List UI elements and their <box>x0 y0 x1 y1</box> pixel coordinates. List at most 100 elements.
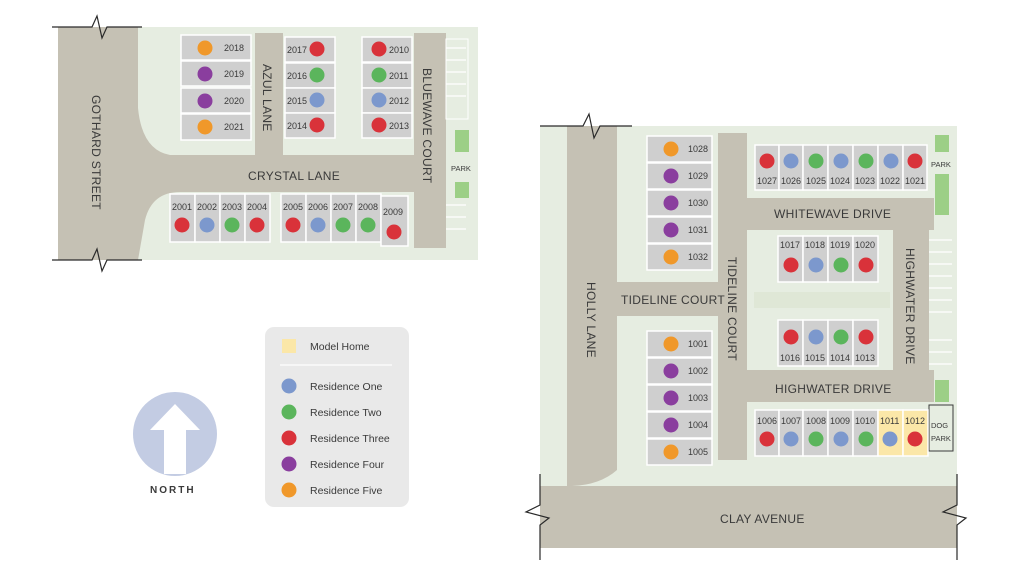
lot-1028[interactable]: 1028 <box>646 135 713 163</box>
lot-number: 2010 <box>389 45 409 55</box>
lot-1027[interactable]: 1027 <box>754 144 780 191</box>
lot-number: 1019 <box>830 240 850 250</box>
lot-number: 2007 <box>333 202 353 212</box>
lot-1014[interactable]: 1014 <box>827 319 854 367</box>
lot-2009[interactable]: 2009 <box>380 195 409 247</box>
lot-1008[interactable]: 1008 <box>802 409 829 457</box>
residence-marker <box>197 119 213 135</box>
residence-marker <box>858 329 874 345</box>
lot-2015[interactable]: 2015 <box>284 87 336 114</box>
residence-marker <box>663 249 679 265</box>
legend-item-label: Residence Four <box>310 459 385 471</box>
lot-2001[interactable]: 2001 <box>169 193 196 243</box>
lot-number: 2006 <box>308 202 328 212</box>
lot-1022[interactable]: 1022 <box>877 144 904 191</box>
lot-number: 1014 <box>830 353 850 363</box>
residence-marker <box>309 67 325 83</box>
bluewave-court-road <box>414 33 446 248</box>
residence-marker <box>783 329 799 345</box>
lot-number: 2012 <box>389 96 409 106</box>
lot-1031[interactable]: 1031 <box>646 216 713 244</box>
tideline-court-vertical-label: TIDELINE COURT <box>725 257 739 361</box>
phase-one-site: PARK DOG PARK 1028 1029 1030 <box>524 112 968 560</box>
lot-number: 2018 <box>224 43 244 53</box>
lot-number: 1030 <box>688 198 708 208</box>
lot-1015[interactable]: 1015 <box>802 319 829 367</box>
lot-1020[interactable]: 1020 <box>852 235 879 283</box>
lot-1007[interactable]: 1007 <box>778 409 804 457</box>
lot-2018[interactable]: 2018 <box>180 34 252 61</box>
lot-1023[interactable]: 1023 <box>852 144 879 191</box>
residence-marker <box>249 217 265 233</box>
lot-2010[interactable]: 2010 <box>361 36 413 63</box>
residence-marker <box>224 217 240 233</box>
lot-1016[interactable]: 1016 <box>777 319 804 367</box>
lot-2011[interactable]: 2011 <box>361 62 413 89</box>
legend-swatch-r3 <box>281 430 297 446</box>
phase-two-site: PARK 2018 2019 2020 2021 2 <box>52 14 478 273</box>
lot-number: 1028 <box>688 144 708 154</box>
lot-2017[interactable]: 2017 <box>284 36 336 63</box>
parking-stripes-right <box>929 239 952 365</box>
lot-1030[interactable]: 1030 <box>646 189 713 217</box>
residence-marker <box>808 329 824 345</box>
lot-1026[interactable]: 1026 <box>778 144 804 191</box>
lot-1012-model-home[interactable]: 1012 <box>902 409 929 457</box>
lot-1032[interactable]: 1032 <box>646 243 713 271</box>
lot-number: 2019 <box>224 69 244 79</box>
dog-park-label-line2: PARK <box>931 434 951 443</box>
lot-1004[interactable]: 1004 <box>646 411 713 439</box>
lot-1021[interactable]: 1021 <box>902 144 928 191</box>
lot-2004[interactable]: 2004 <box>244 193 271 243</box>
lot-2005[interactable]: 2005 <box>280 193 307 243</box>
lot-2016[interactable]: 2016 <box>284 62 336 89</box>
residence-marker <box>882 431 898 447</box>
highwater-drive-label: HIGHWATER DRIVE <box>775 382 892 396</box>
lot-number: 1017 <box>780 240 800 250</box>
residence-marker <box>783 431 799 447</box>
residence-marker <box>808 257 824 273</box>
azul-lane-road <box>255 33 283 155</box>
lot-2007[interactable]: 2007 <box>330 193 357 243</box>
lot-number: 1001 <box>688 339 708 349</box>
lot-1029[interactable]: 1029 <box>646 162 713 190</box>
lot-2021[interactable]: 2021 <box>180 113 252 141</box>
lot-1013[interactable]: 1013 <box>852 319 879 367</box>
lot-1010[interactable]: 1010 <box>852 409 879 457</box>
residence-marker <box>371 67 387 83</box>
clay-avenue-road <box>540 486 957 548</box>
lot-2014[interactable]: 2014 <box>284 112 336 139</box>
lot-2012[interactable]: 2012 <box>361 87 413 114</box>
lot-2019[interactable]: 2019 <box>180 60 252 87</box>
highwater-drive-vertical-road <box>893 198 929 402</box>
highwater-drive-vertical-label: HIGHWATER DRIVE <box>903 248 917 365</box>
lot-1001[interactable]: 1001 <box>646 330 713 358</box>
lot-2013[interactable]: 2013 <box>361 112 413 139</box>
north-label: NORTH <box>150 485 196 496</box>
residence-marker <box>371 41 387 57</box>
residence-marker <box>663 222 679 238</box>
residence-marker <box>663 141 679 157</box>
lot-1005[interactable]: 1005 <box>646 438 713 466</box>
lot-1025[interactable]: 1025 <box>802 144 829 191</box>
residence-marker <box>310 217 326 233</box>
lot-1009[interactable]: 1009 <box>827 409 854 457</box>
lot-1011-model-home[interactable]: 1011 <box>877 409 904 457</box>
lot-1003[interactable]: 1003 <box>646 384 713 412</box>
lot-2008[interactable]: 2008 <box>355 193 382 243</box>
residence-marker <box>907 153 923 169</box>
lot-number: 1012 <box>905 416 925 426</box>
lot-2006[interactable]: 2006 <box>305 193 332 243</box>
lot-1006[interactable]: 1006 <box>754 409 780 457</box>
lot-number: 1011 <box>880 416 899 426</box>
lot-1018[interactable]: 1018 <box>802 235 829 283</box>
lot-2003[interactable]: 2003 <box>219 193 246 243</box>
lot-1024[interactable]: 1024 <box>827 144 854 191</box>
lot-2020[interactable]: 2020 <box>180 87 252 114</box>
lot-1019[interactable]: 1019 <box>827 235 854 283</box>
lot-1002[interactable]: 1002 <box>646 357 713 385</box>
lot-2002[interactable]: 2002 <box>194 193 221 243</box>
residence-marker <box>371 117 387 133</box>
lot-number: 1008 <box>806 416 826 426</box>
lot-1017[interactable]: 1017 <box>777 235 804 283</box>
